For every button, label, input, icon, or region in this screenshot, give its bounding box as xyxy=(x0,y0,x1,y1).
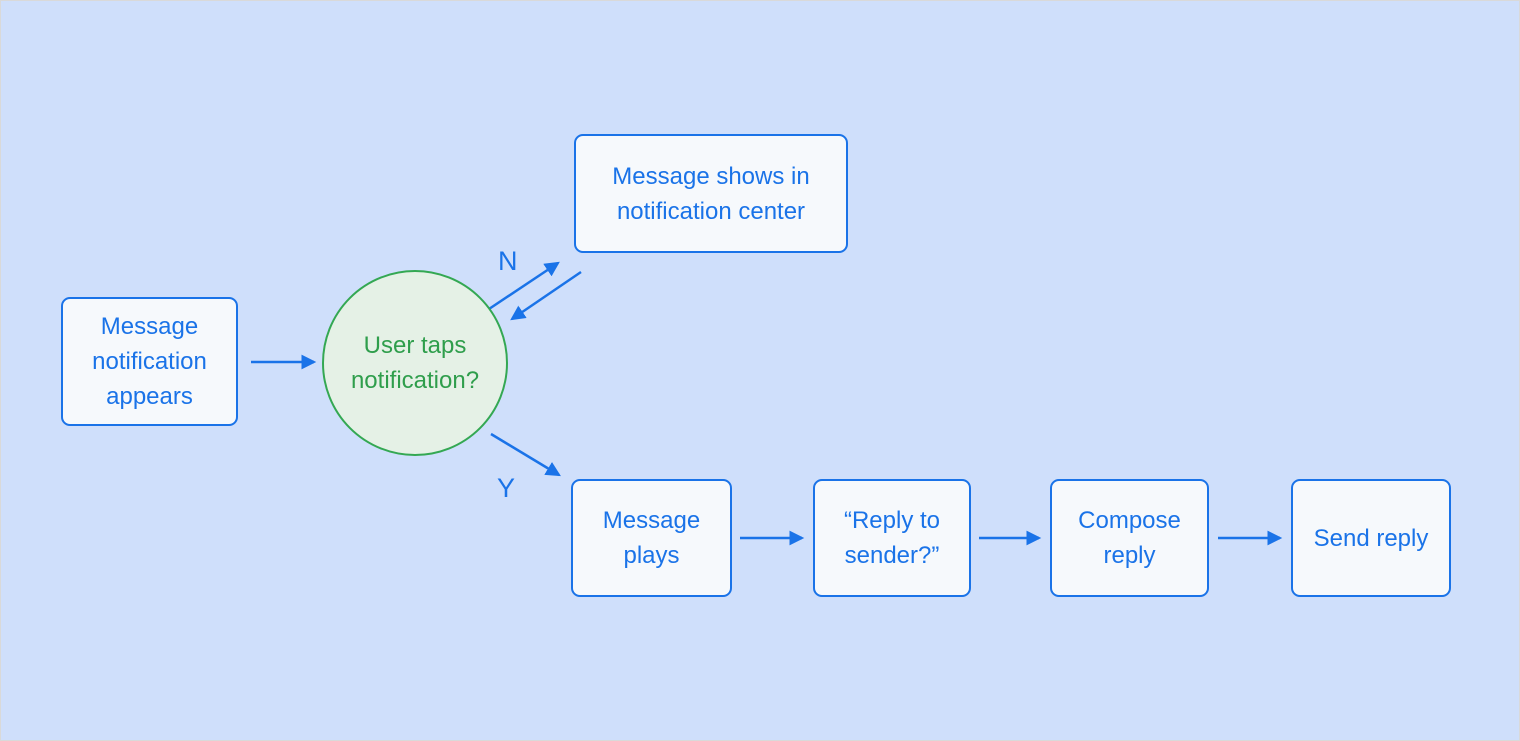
node-label: Compose reply xyxy=(1078,507,1181,569)
node-compose-reply: Compose reply xyxy=(1050,479,1209,597)
node-message-shows-in-notification-center: Message shows in notification center xyxy=(574,134,848,253)
node-label: User taps notification? xyxy=(350,332,480,394)
node-label: “Reply to sender?” xyxy=(843,507,941,569)
edge-label-no: N xyxy=(498,246,518,276)
node-decision-user-taps-notification: User taps notification? xyxy=(322,270,508,456)
node-send-reply: Send reply xyxy=(1291,479,1451,597)
node-label: Message plays xyxy=(602,507,701,569)
node-label: Send reply xyxy=(1313,524,1429,552)
node-message-plays: Message plays xyxy=(571,479,732,597)
edge-label-yes: Y xyxy=(497,473,516,503)
edge-notification-center-to-decision xyxy=(510,270,582,321)
node-reply-to-sender-prompt: “Reply to sender?” xyxy=(813,479,971,597)
node-label: Message shows in notification center xyxy=(612,162,810,225)
node-message-notification-appears: Message notification appears xyxy=(61,297,238,426)
node-label: Message notification appears xyxy=(92,313,207,410)
edge-decision-to-message-plays xyxy=(490,432,561,477)
